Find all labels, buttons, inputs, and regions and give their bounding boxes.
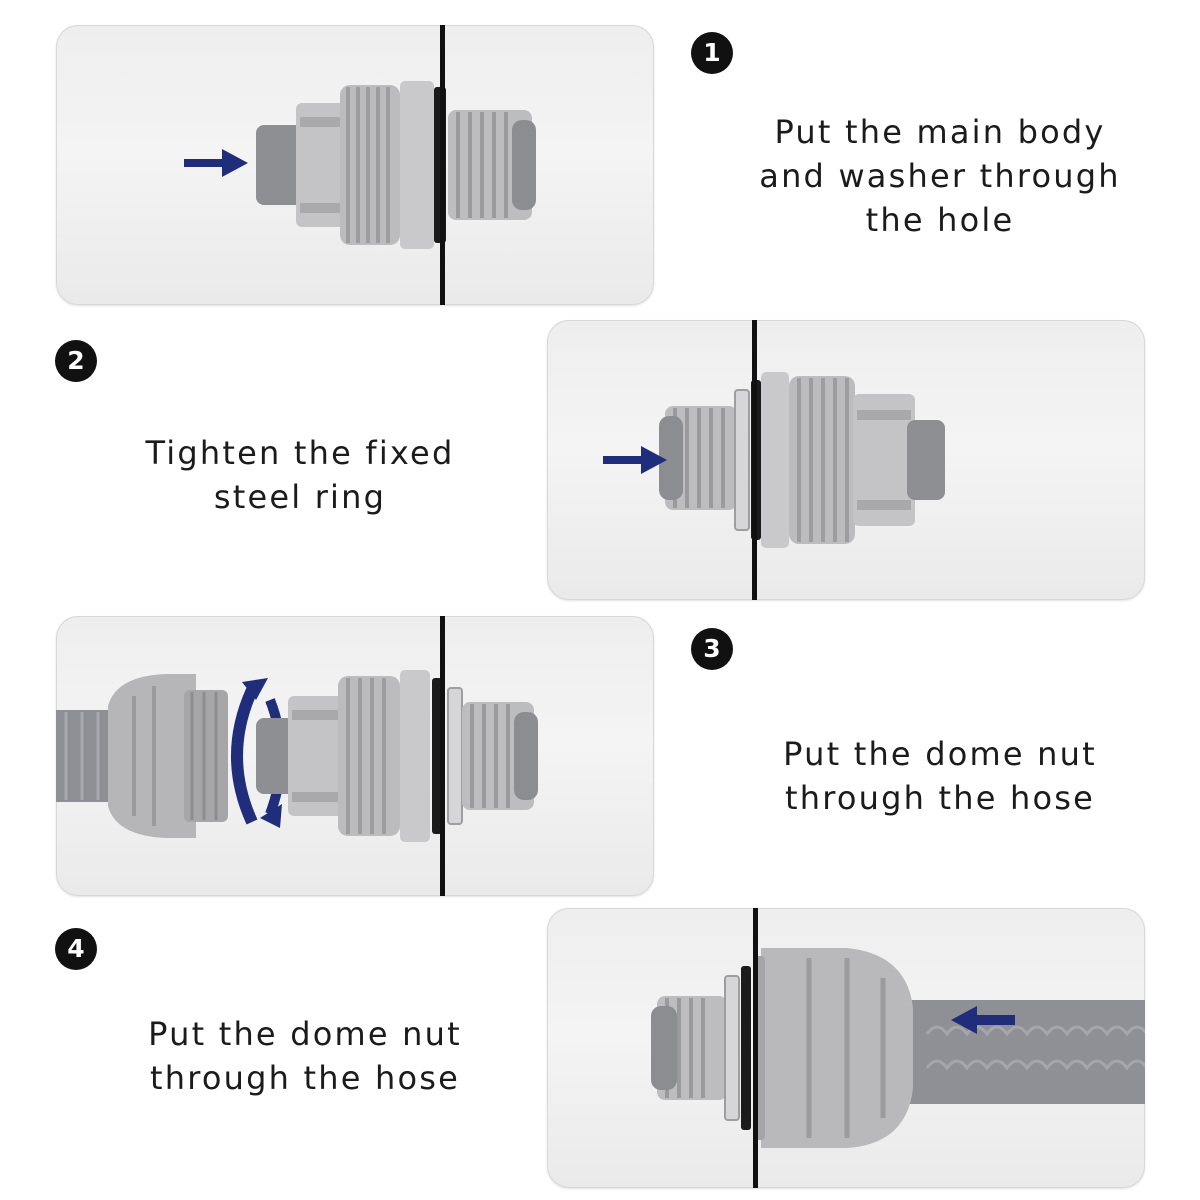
step-2-caption: Tighten the fixed steel ring xyxy=(60,431,540,519)
step-number-badge: 3 xyxy=(691,628,733,670)
step-number-badge: 1 xyxy=(691,32,733,74)
fixed-ring-tighten-image xyxy=(603,320,945,600)
caption-line: Put the dome nut xyxy=(148,1015,462,1053)
caption-line: through the hose xyxy=(784,779,1095,817)
caption-line: Put the main body xyxy=(774,113,1106,151)
step-1-caption: Put the main body and washer through the… xyxy=(700,110,1180,242)
step-number-badge: 4 xyxy=(55,928,97,970)
step-3-illustration xyxy=(56,616,654,896)
caption-line: the hole xyxy=(865,201,1015,239)
step-1-illustration xyxy=(56,25,654,305)
caption-line: Tighten the fixed xyxy=(145,434,455,472)
caption-line: through the hose xyxy=(149,1059,460,1097)
step-number-badge: 2 xyxy=(55,340,97,382)
dome-nut-hose-image xyxy=(56,616,538,896)
caption-line: and washer through xyxy=(759,157,1121,195)
step-2-illustration xyxy=(547,320,1145,600)
caption-line: Put the dome nut xyxy=(783,735,1097,773)
caption-line: steel ring xyxy=(213,478,387,516)
step-4-illustration xyxy=(547,908,1145,1188)
connector-through-wall-image xyxy=(184,25,536,305)
arrow-right-icon xyxy=(184,149,248,177)
arrow-left-icon xyxy=(951,1006,1015,1034)
step-4-caption: Put the dome nut through the hose xyxy=(60,1012,550,1100)
assembled-connector-image xyxy=(651,908,1145,1188)
arrow-right-icon xyxy=(603,446,667,474)
step-3-caption: Put the dome nut through the hose xyxy=(700,732,1180,820)
